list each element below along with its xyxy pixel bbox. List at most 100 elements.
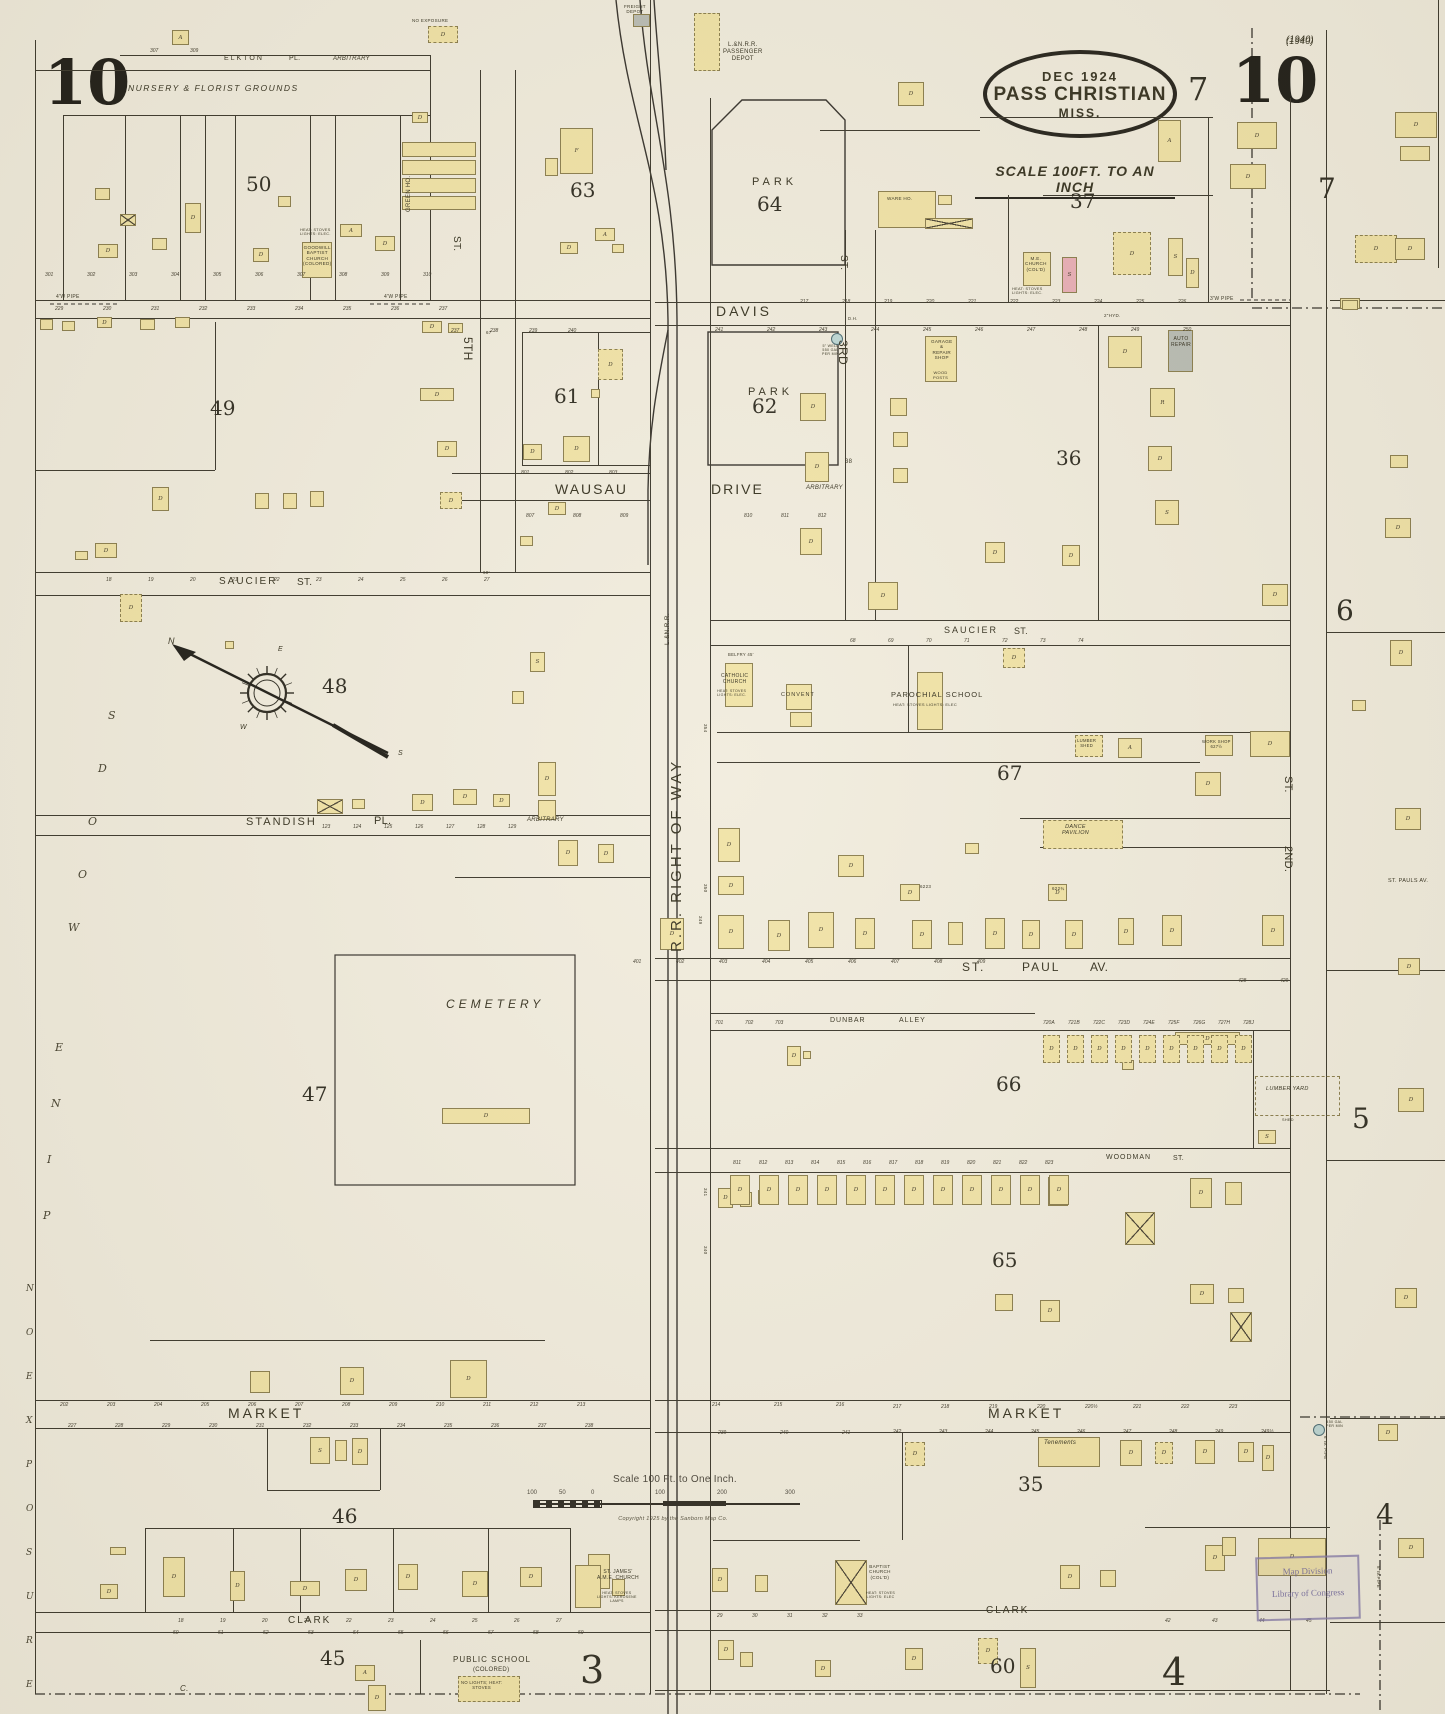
building: D — [1067, 1035, 1084, 1063]
lot-number: 26 — [514, 1618, 520, 1624]
lot-number: 226 — [1178, 299, 1187, 305]
building: D — [428, 26, 458, 43]
building-letter: D — [1289, 1554, 1295, 1560]
map-label: 8"W.PIPE — [1376, 1566, 1381, 1589]
lot-number: 244 — [871, 327, 880, 333]
block-boundary-line — [820, 130, 980, 131]
lot-number: 242 — [893, 1429, 902, 1435]
building: D — [437, 441, 457, 457]
building: D — [787, 1046, 801, 1066]
map-label: 349 — [698, 916, 703, 925]
lot-number: 302 — [87, 272, 96, 278]
building: D — [440, 492, 462, 509]
block-number-label: 45 — [320, 1646, 346, 1670]
map-label: (1940) — [1286, 36, 1314, 46]
railroad-track — [639, 0, 678, 1714]
building-letter: A — [603, 231, 607, 238]
building: D — [912, 920, 932, 949]
building-letter: D — [1056, 1187, 1062, 1193]
building: D — [1139, 1035, 1156, 1063]
lot-number: 25 — [400, 577, 406, 583]
lot-number: 239 — [529, 328, 538, 334]
lot-number: 68 — [850, 638, 856, 644]
lot-number: 19 — [220, 1618, 226, 1624]
block-boundary-line — [63, 115, 64, 300]
building-letter: D — [853, 1187, 859, 1193]
building: D — [1395, 238, 1425, 260]
margin-letter-woods: S — [108, 709, 116, 722]
lot-number: 59 — [578, 1630, 584, 1636]
stamp-line-2: Library of Congress — [1271, 1587, 1345, 1599]
block-boundary-line — [35, 815, 650, 816]
lot-number: 20 — [190, 577, 196, 583]
lot-number: 403 — [719, 959, 728, 965]
building: D — [1190, 1178, 1212, 1208]
building-letter: D — [448, 497, 454, 504]
district-number-label: 7 — [1188, 70, 1209, 108]
lot-number: 724E — [1143, 1020, 1155, 1026]
well-circle — [1313, 1424, 1325, 1436]
lot-number: 233 — [350, 1423, 359, 1429]
map-label: HEAT: STOVES LIGHTS: ELEC. — [300, 228, 331, 237]
map-label: W — [240, 724, 247, 731]
lot-number: 55 — [398, 1630, 404, 1636]
block-boundary-line — [35, 70, 430, 71]
building: D — [788, 1175, 808, 1205]
building-letter: D — [998, 1187, 1004, 1193]
building — [1038, 1437, 1100, 1467]
block-boundary-line — [1008, 195, 1009, 302]
map-label: FREIGHT DEPOT — [624, 4, 646, 15]
block-boundary-line — [235, 115, 236, 300]
lot-number: 404 — [762, 959, 771, 965]
building-letter: D — [1254, 132, 1260, 139]
compass-spoke — [247, 705, 255, 713]
building: D — [985, 918, 1005, 949]
building-letter: D — [1385, 1429, 1391, 1436]
building — [335, 1440, 347, 1461]
lot-number: 204 — [154, 1402, 163, 1408]
building — [62, 321, 75, 331]
building: D — [1049, 1175, 1069, 1205]
block-boundary-line — [980, 117, 1213, 118]
map-label: DAVIS — [716, 303, 772, 319]
block-boundary-line — [845, 230, 846, 620]
lot-number: 230 — [209, 1423, 218, 1429]
building-letter: D — [429, 324, 435, 330]
map-label: STANDISH — [246, 816, 317, 828]
building — [458, 1676, 520, 1702]
map-label: ALLEY — [899, 1017, 926, 1024]
building — [893, 432, 908, 447]
building-letter: D — [530, 449, 535, 455]
block-boundary-line — [35, 470, 215, 471]
building: D — [1395, 1288, 1417, 1308]
lot-number: 129 — [508, 824, 517, 830]
building-letter: D — [420, 799, 425, 806]
building-letter: D — [791, 1053, 797, 1059]
building-letter: D — [882, 1187, 888, 1193]
building-letter: D — [717, 1577, 723, 1583]
building — [790, 712, 812, 727]
building: D — [450, 1360, 487, 1398]
map-label: AV. — [1090, 960, 1109, 974]
title-date: DEC 1924 — [1042, 68, 1118, 84]
building — [140, 319, 155, 330]
building-letter: D — [907, 889, 913, 896]
lot-number: 71 — [964, 638, 970, 644]
building: D — [1155, 1442, 1173, 1464]
building-letter: D — [940, 1187, 946, 1193]
building — [402, 142, 476, 157]
lot-number: 29 — [717, 1613, 723, 1619]
building — [1390, 455, 1408, 468]
lot-number: 304 — [171, 272, 180, 278]
building-letter: A — [1128, 745, 1132, 751]
scale-tick: 300 — [785, 1490, 796, 1496]
lot-number: 25 — [472, 1618, 478, 1624]
building-letter: A — [1167, 138, 1172, 144]
lot-number: 222 — [1010, 299, 1019, 305]
lot-number: 307 — [150, 48, 159, 54]
margin-letter-woods: O — [78, 868, 88, 881]
block-boundary-line — [430, 55, 431, 300]
lot-number: 240 — [780, 1430, 789, 1436]
building — [893, 468, 908, 483]
block-boundary-line — [1208, 117, 1209, 302]
